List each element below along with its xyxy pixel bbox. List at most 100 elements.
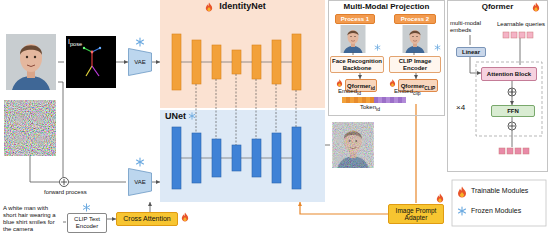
annotation: Learnable queries [497, 21, 545, 28]
snowflake-icons [375, 45, 380, 51]
query-squares [499, 32, 533, 154]
snowflake-icons [83, 204, 89, 211]
unet-blocks [252, 139, 261, 177]
plus-circles [512, 123, 513, 129]
process-tag: Process 1 [335, 14, 375, 24]
process-faces [341, 25, 428, 53]
connector [152, 182, 160, 183]
node-label: Face Recognition Backbone [332, 57, 382, 72]
unet-blocks [212, 139, 221, 177]
annotation: Embed [338, 88, 357, 95]
vae-outline [129, 49, 152, 76]
block-links [281, 62, 292, 63]
block-links [281, 158, 292, 159]
noise-image [4, 100, 56, 156]
input-face [6, 34, 56, 90]
subscript: id [376, 107, 380, 113]
token-bars [370, 97, 374, 103]
block-links [221, 158, 232, 159]
block-links [201, 62, 212, 63]
identitynet-blocks [292, 34, 301, 90]
fire-icons [533, 3, 539, 12]
subscript: id [371, 84, 375, 92]
band-fill [160, 0, 325, 202]
unet-blocks [172, 127, 181, 189]
residual-links [276, 84, 277, 133]
legend-text: Frozen Modules [471, 207, 521, 215]
fire-icons [182, 3, 539, 222]
residual-links [296, 90, 297, 127]
token-bars [342, 97, 346, 103]
wires [58, 82, 63, 177]
wires [470, 35, 471, 45]
node-label: Cross Attention [123, 215, 170, 223]
annotation: Embed [394, 88, 413, 95]
token-bars [358, 97, 362, 103]
node-label: CLIP Text Encoder [69, 216, 105, 230]
node-label: Linear [462, 48, 480, 56]
pose-image: Ipose [66, 36, 116, 88]
region-title: UNet [160, 110, 325, 121]
token-bars [354, 97, 358, 103]
output-image [332, 122, 373, 168]
attention-box: Attention Block [481, 67, 537, 81]
projection-panel: Multi-Modal ProjectionProcess 1 Process 2… [328, 0, 445, 116]
token-line [415, 104, 416, 203]
subscript: CLIP [424, 84, 435, 92]
token-bars [398, 97, 402, 103]
prompt-text: A white man with short hair wearing a bl… [3, 205, 63, 233]
snowflake-icons [137, 158, 144, 166]
output-image [332, 122, 374, 168]
identitynet-blocks [252, 45, 261, 79]
repeat-count: ×4 [456, 103, 465, 112]
unet-band: UNet [160, 110, 325, 202]
node-label: Process 2 [401, 15, 429, 23]
token-bars [402, 97, 406, 103]
snowflake-icons [459, 207, 466, 215]
query-squares [503, 32, 509, 38]
node-label: Attention Block [487, 70, 531, 78]
residual-links [196, 74, 296, 145]
region-title: Multi-Modal Projection [329, 1, 444, 11]
residual-links [216, 79, 217, 139]
annotation: forward process [44, 189, 87, 196]
identitynet-band: IdentityNet [160, 0, 325, 108]
plus-circles [60, 178, 69, 187]
encoder-box: CLIP Image Encoder [389, 56, 441, 73]
token-bars [382, 97, 386, 103]
token-bars [350, 97, 354, 103]
connector [300, 202, 388, 214]
unet-blocks [272, 133, 281, 183]
legend-frame [452, 180, 546, 226]
identitynet-blocks [232, 50, 241, 74]
query-squares [515, 148, 521, 154]
pose-image [66, 36, 116, 88]
fire-icons [390, 79, 395, 86]
block-links [181, 62, 192, 63]
wires [69, 182, 126, 183]
wires [325, 145, 330, 146]
query-squares [507, 148, 513, 154]
identitynet-blocks [172, 34, 181, 90]
wires [512, 116, 513, 147]
wires [414, 52, 415, 55]
annotation: multi-modal embeds [450, 20, 494, 34]
noise-image [4, 100, 56, 156]
token-bars [374, 97, 378, 103]
unet-blocks [172, 127, 301, 189]
fire-icons [437, 194, 443, 203]
unet-blocks [192, 133, 201, 183]
repeat-frame [476, 62, 542, 136]
residual-links [196, 84, 197, 133]
query-squares [519, 32, 525, 38]
fire-icons [182, 213, 188, 222]
pose-image [66, 36, 116, 88]
snowflake-icons [189, 113, 195, 119]
cross-attention-box: Cross Attention [116, 212, 178, 226]
query-squares [499, 148, 505, 154]
node-label: Image Prompt Adapter [390, 207, 442, 222]
residual-links [236, 74, 237, 145]
block-links [181, 158, 192, 159]
block-links [241, 158, 252, 159]
